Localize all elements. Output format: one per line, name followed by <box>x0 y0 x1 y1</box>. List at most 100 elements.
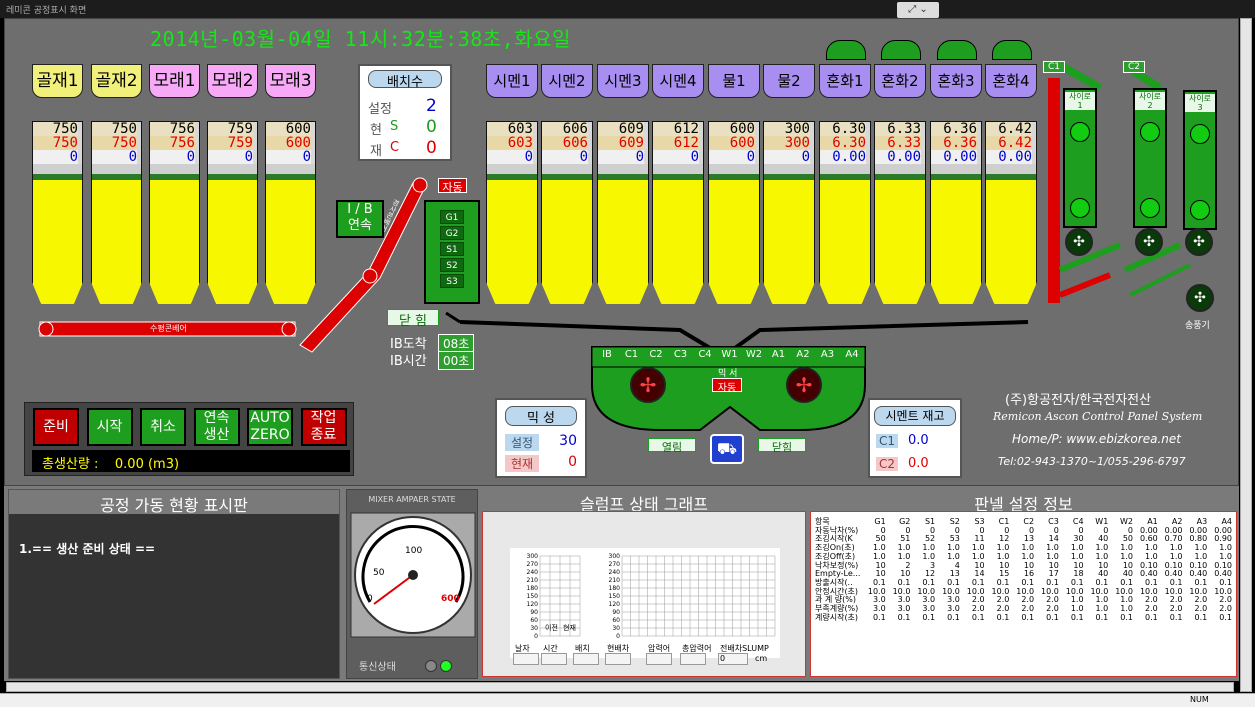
settings-cell[interactable]: 2.0 <box>1194 595 1208 605</box>
settings-cell[interactable]: 1.0 <box>1120 551 1134 561</box>
settings-cell[interactable]: 30 <box>1073 534 1084 544</box>
settings-cell[interactable]: 1.0 <box>1169 551 1183 561</box>
settings-cell[interactable]: 1.0 <box>947 551 960 561</box>
settings-cell[interactable]: 2 <box>905 560 911 570</box>
settings-cell[interactable]: 방출시작(.. <box>815 577 853 587</box>
settings-cell[interactable]: 0.1 <box>872 577 886 587</box>
slump-field-input-2[interactable] <box>541 653 567 665</box>
settings-cell[interactable]: 0.1 <box>1194 612 1208 622</box>
settings-cell[interactable]: 2.0 <box>1046 604 1059 614</box>
settings-cell[interactable]: 1.0 <box>1095 595 1109 605</box>
settings-cell[interactable]: 10.0 <box>966 586 985 596</box>
settings-cell[interactable]: 자동낙차(%) <box>815 525 859 535</box>
settings-cell[interactable]: 2.0 <box>1145 604 1158 614</box>
settings-cell[interactable]: 1.0 <box>1095 604 1109 614</box>
settings-cell[interactable]: 2.0 <box>1145 595 1158 605</box>
settings-cell[interactable]: 50 <box>875 534 886 544</box>
settings-cell[interactable]: 1.0 <box>1070 595 1084 605</box>
settings-cell[interactable]: 1.0 <box>947 543 960 553</box>
settings-cell[interactable]: 2.0 <box>1169 604 1183 614</box>
settings-cell[interactable]: 10 <box>1048 560 1059 570</box>
settings-cell[interactable]: 1.0 <box>922 543 936 553</box>
settings-cell[interactable]: 0 <box>1078 525 1084 535</box>
settings-cell[interactable]: 0 <box>930 525 936 535</box>
settings-cell[interactable]: 1.0 <box>1070 551 1084 561</box>
settings-cell[interactable]: 10.0 <box>1189 586 1208 596</box>
settings-cell[interactable]: 0.1 <box>1095 577 1109 587</box>
settings-cell[interactable]: 0.1 <box>996 577 1010 587</box>
aggregate-bin-label-1[interactable]: 골재1 <box>32 64 83 98</box>
settings-cell[interactable]: 1.0 <box>996 543 1010 553</box>
settings-cell[interactable]: 0.10 <box>1139 560 1158 570</box>
settings-cell[interactable]: 0 <box>954 525 960 535</box>
slump-field-input-4[interactable] <box>605 653 631 665</box>
settings-cell[interactable]: 11 <box>974 534 985 544</box>
horizontal-scrollbar[interactable] <box>6 682 1234 692</box>
blower-icon[interactable]: ✣ <box>1186 284 1214 312</box>
settings-cell[interactable]: 1.0 <box>897 551 911 561</box>
settings-cell[interactable]: 3.0 <box>947 604 960 614</box>
settings-cell[interactable]: 조깅시작(K <box>815 534 853 544</box>
control-button-6[interactable]: 작업 종료 <box>300 408 347 446</box>
settings-cell[interactable]: 12 <box>999 534 1010 544</box>
settings-cell[interactable]: 10.0 <box>1139 586 1158 596</box>
slump-field-input-1[interactable] <box>513 653 539 665</box>
settings-cell[interactable]: 0 <box>1004 525 1010 535</box>
settings-cell[interactable]: 2.0 <box>996 604 1010 614</box>
settings-cell[interactable]: 10 <box>974 560 985 570</box>
settings-cell[interactable]: 2.0 <box>1021 604 1035 614</box>
settings-cell[interactable]: 0.1 <box>1021 577 1035 587</box>
settings-cell[interactable]: 0.1 <box>971 577 985 587</box>
settings-cell[interactable]: 0.1 <box>947 612 960 622</box>
settings-cell[interactable]: 0.1 <box>1070 577 1084 587</box>
settings-cell[interactable]: 40 <box>1098 534 1109 544</box>
settings-cell[interactable]: 1.0 <box>1194 551 1208 561</box>
settings-cell[interactable]: 1.0 <box>1169 543 1183 553</box>
settings-cell[interactable]: 0.60 <box>1139 534 1158 544</box>
settings-cell[interactable]: 10.0 <box>867 586 886 596</box>
settings-cell[interactable]: 1.0 <box>922 551 936 561</box>
control-button-1[interactable]: 준비 <box>33 408 79 446</box>
settings-cell[interactable]: 17 <box>1048 569 1059 579</box>
settings-cell[interactable]: 10 <box>1098 560 1109 570</box>
settings-cell[interactable]: 조깅Off(초) <box>815 551 856 561</box>
control-button-4[interactable]: 연속 생산 <box>193 408 240 446</box>
settings-cell[interactable]: 1.0 <box>996 551 1010 561</box>
slump-field-input-3[interactable] <box>573 653 599 665</box>
settings-cell[interactable]: 1.0 <box>1219 551 1232 561</box>
control-button-3[interactable]: 취소 <box>140 408 186 446</box>
incline-auto-tag[interactable]: 자동 <box>438 178 467 194</box>
settings-cell[interactable]: 0.1 <box>872 612 886 622</box>
settings-cell[interactable]: 0.1 <box>971 612 985 622</box>
settings-cell[interactable]: 15 <box>999 569 1010 579</box>
settings-cell[interactable]: 조깅On(초) <box>815 543 855 553</box>
settings-cell[interactable]: 40 <box>1122 569 1134 579</box>
slump-field-input-7[interactable] <box>718 653 748 665</box>
cement-bin-label-6[interactable]: 물2 <box>763 64 815 98</box>
settings-cell[interactable]: 0.1 <box>1046 612 1059 622</box>
settings-cell[interactable]: 0.10 <box>1189 560 1208 570</box>
settings-cell[interactable]: 51 <box>900 534 911 544</box>
control-button-5[interactable]: AUTO ZERO <box>247 408 293 446</box>
settings-cell[interactable]: 2.0 <box>1021 595 1035 605</box>
settings-cell[interactable]: 안정시간(초) <box>815 586 859 596</box>
settings-cell[interactable]: 10 <box>1023 560 1035 570</box>
settings-cell[interactable]: 10.0 <box>892 586 911 596</box>
cement-bin-label-9[interactable]: 혼화3 <box>930 64 982 98</box>
settings-cell[interactable]: 1.0 <box>897 543 911 553</box>
settings-cell[interactable]: 0 <box>905 525 911 535</box>
cement-bin-label-10[interactable]: 혼화4 <box>985 64 1037 98</box>
settings-cell[interactable]: 과 계 량(%) <box>815 595 857 605</box>
settings-cell[interactable]: 1.0 <box>1021 551 1035 561</box>
settings-cell[interactable]: 0.1 <box>947 577 960 587</box>
settings-cell[interactable]: 1.0 <box>1219 543 1232 553</box>
settings-cell[interactable]: 40 <box>1098 569 1109 579</box>
settings-cell[interactable]: 3.0 <box>872 595 886 605</box>
